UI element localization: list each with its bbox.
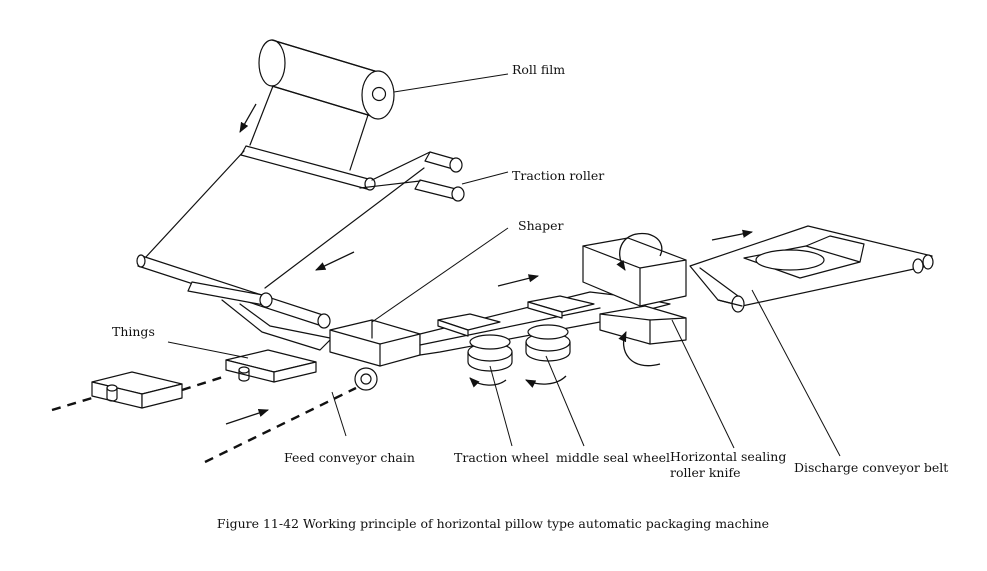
seal-wheel-rotation-arrow <box>525 375 567 388</box>
guide-bracket <box>221 299 331 351</box>
roll-film-leader <box>393 73 509 93</box>
lower-knife-rotation-arrow <box>618 331 661 367</box>
product-on-chain-1 <box>91 371 183 409</box>
feed-conveyor-chain-leader <box>331 391 347 437</box>
feed-conveyor-chain <box>51 367 378 464</box>
label-feed-conveyor-chain: Feed conveyor chain <box>284 450 415 465</box>
label-middle-seal-wheel: middle seal wheel <box>556 450 670 465</box>
label-shaper: Shaper <box>518 218 563 233</box>
film-web-upper <box>249 85 369 171</box>
label-horizontal-sealing: Horizontal sealing <box>670 449 786 464</box>
traction-wheel <box>467 334 513 372</box>
figure-caption: Figure 11-42 Working principle of horizo… <box>217 516 769 531</box>
film-direction-arrow-2 <box>315 251 355 271</box>
horizontal-sealing-roller-knife <box>582 237 687 345</box>
label-traction-wheel: Traction wheel <box>454 450 549 465</box>
horizontal-sealing-leader <box>671 319 735 449</box>
middle-seal-wheel <box>525 324 571 362</box>
film-guide-roller <box>136 254 331 329</box>
middle-seal-wheel-leader <box>545 355 585 447</box>
label-discharge-conveyor-belt: Discharge conveyor belt <box>794 460 948 475</box>
product-on-chain-2 <box>225 349 317 383</box>
roll-film-cylinder <box>258 39 395 120</box>
discharge-conveyor-belt-leader <box>751 289 841 457</box>
finished-pillow-pack <box>743 235 865 279</box>
label-roll-film: Roll film <box>512 62 565 77</box>
label-roller-knife: roller knife <box>670 465 741 480</box>
shaper-leader <box>371 227 509 323</box>
traction-roller <box>240 145 465 202</box>
shaper <box>329 319 421 367</box>
traction-wheel-rotation-arrow <box>469 377 507 388</box>
things-leader <box>167 341 249 359</box>
tube-direction-arrow <box>497 274 540 287</box>
film-web-lower <box>144 150 425 289</box>
film-direction-arrow-1 <box>239 103 257 133</box>
label-traction-roller: Traction roller <box>512 168 604 183</box>
wrapped-product-2 <box>527 295 595 319</box>
feed-direction-arrow <box>225 409 269 425</box>
traction-wheel-leader <box>489 365 513 447</box>
discharge-direction-arrow <box>711 229 754 241</box>
upper-knife-rotation-arrow <box>616 232 663 271</box>
wrapped-product-1 <box>437 313 501 337</box>
label-things: Things <box>112 324 155 339</box>
traction-roller-leader <box>461 171 509 185</box>
